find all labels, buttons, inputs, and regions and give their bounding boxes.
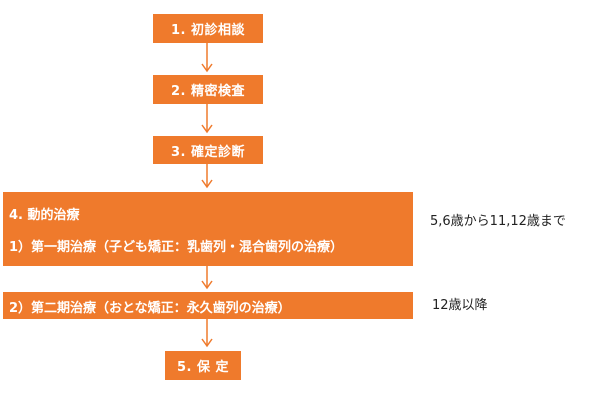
arrowhead-step3-to-step4 — [201, 179, 213, 189]
step-5-label: 5. 保 定 — [176, 360, 230, 375]
step-2-label: 2. 精密検査 — [170, 84, 245, 99]
step-4-phase2-label: 2）第二期治療（おとな矯正：永久歯列の治療） — [9, 301, 291, 316]
arrowhead-phase1-to-phase2 — [201, 280, 213, 290]
step-4-active-treatment: 4. 動的治療 1）第一期治療（子ども矯正：乳歯列・混合歯列の治療） — [3, 192, 413, 266]
step-4-phase2-treatment: 2）第二期治療（おとな矯正：永久歯列の治療） — [3, 292, 413, 319]
step-1-label: 1. 初診相談 — [170, 23, 245, 38]
step-4-title: 4. 動的治療 — [9, 208, 80, 223]
step-3-diagnosis: 3. 確定診断 — [153, 136, 263, 164]
arrowhead-step1-to-step2 — [201, 63, 213, 73]
step-5-retention: 5. 保 定 — [165, 351, 241, 380]
step-2-detailed-examination: 2. 精密検査 — [153, 75, 263, 104]
phase1-age-note: 5,6歳から11,12歳まで — [430, 214, 566, 229]
arrowhead-phase2-to-step5 — [201, 338, 213, 348]
phase2-age-note: 12歳以降 — [432, 298, 488, 313]
arrowhead-step2-to-step3 — [201, 124, 213, 134]
step-1-initial-consultation: 1. 初診相談 — [153, 14, 263, 43]
step-4-phase1-label: 1）第一期治療（子ども矯正：乳歯列・混合歯列の治療） — [9, 240, 344, 255]
step-3-label: 3. 確定診断 — [170, 144, 245, 160]
